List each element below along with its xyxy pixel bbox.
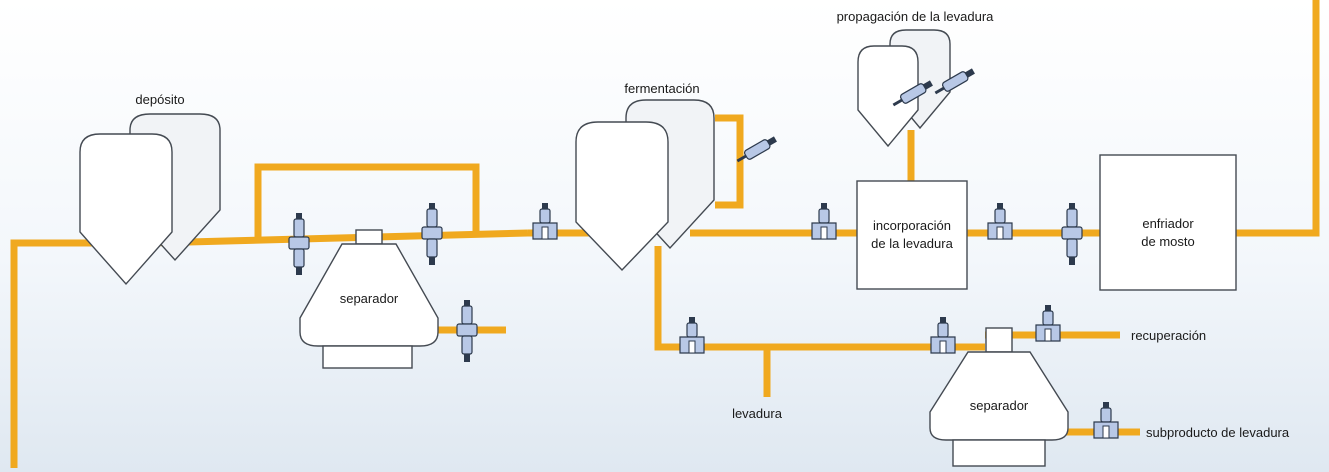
box-incorporacion [856,180,968,290]
label-deposito: depósito [135,92,184,107]
label-incorporacion-line1: incorporación [873,218,951,233]
sensor-flow-2 [811,202,837,240]
label-incorporacion-line2: de la levadura [871,236,953,251]
sensor-valve-4 [1061,202,1083,266]
label-fermentacion: fermentación [624,81,699,96]
label-levadura: levadura [732,406,783,421]
pipe-yeast-line [654,246,985,351]
label-separador-1: separador [340,291,399,306]
label-separador-2: separador [970,398,1029,413]
pipe-cooler-return [1236,0,1320,237]
separator-1 [299,229,439,369]
label-propagacion: propagación de la levadura [837,9,995,24]
sensor-valve-1 [288,212,310,276]
sensor-flow-4 [679,316,705,354]
tank-fermentacion [575,99,715,272]
tank-propagacion [857,29,951,148]
sensor-valve-2 [421,202,443,266]
tank-deposito [79,113,221,286]
sensor-flow-3 [987,202,1013,240]
separator-2 [929,327,1069,467]
sensor-flow-6 [1035,304,1061,342]
pipe-main-1 [149,229,529,247]
label-enfriador-line2: de mosto [1141,234,1194,249]
pipe-bypass [254,163,480,243]
sensor-flow-5 [930,316,956,354]
sensor-flow-1 [532,202,558,240]
box-enfriador [1099,154,1237,291]
label-subproducto: subproducto de levadura [1146,425,1290,440]
sensor-flow-7 [1093,401,1119,439]
label-recuperacion: recuperación [1131,328,1206,343]
sensor-valve-3 [456,299,478,363]
pipe-fermentation-loop [715,114,744,209]
label-enfriador-line1: enfriador [1142,216,1194,231]
labels: depósito separador fermentación propagac… [135,9,1289,440]
